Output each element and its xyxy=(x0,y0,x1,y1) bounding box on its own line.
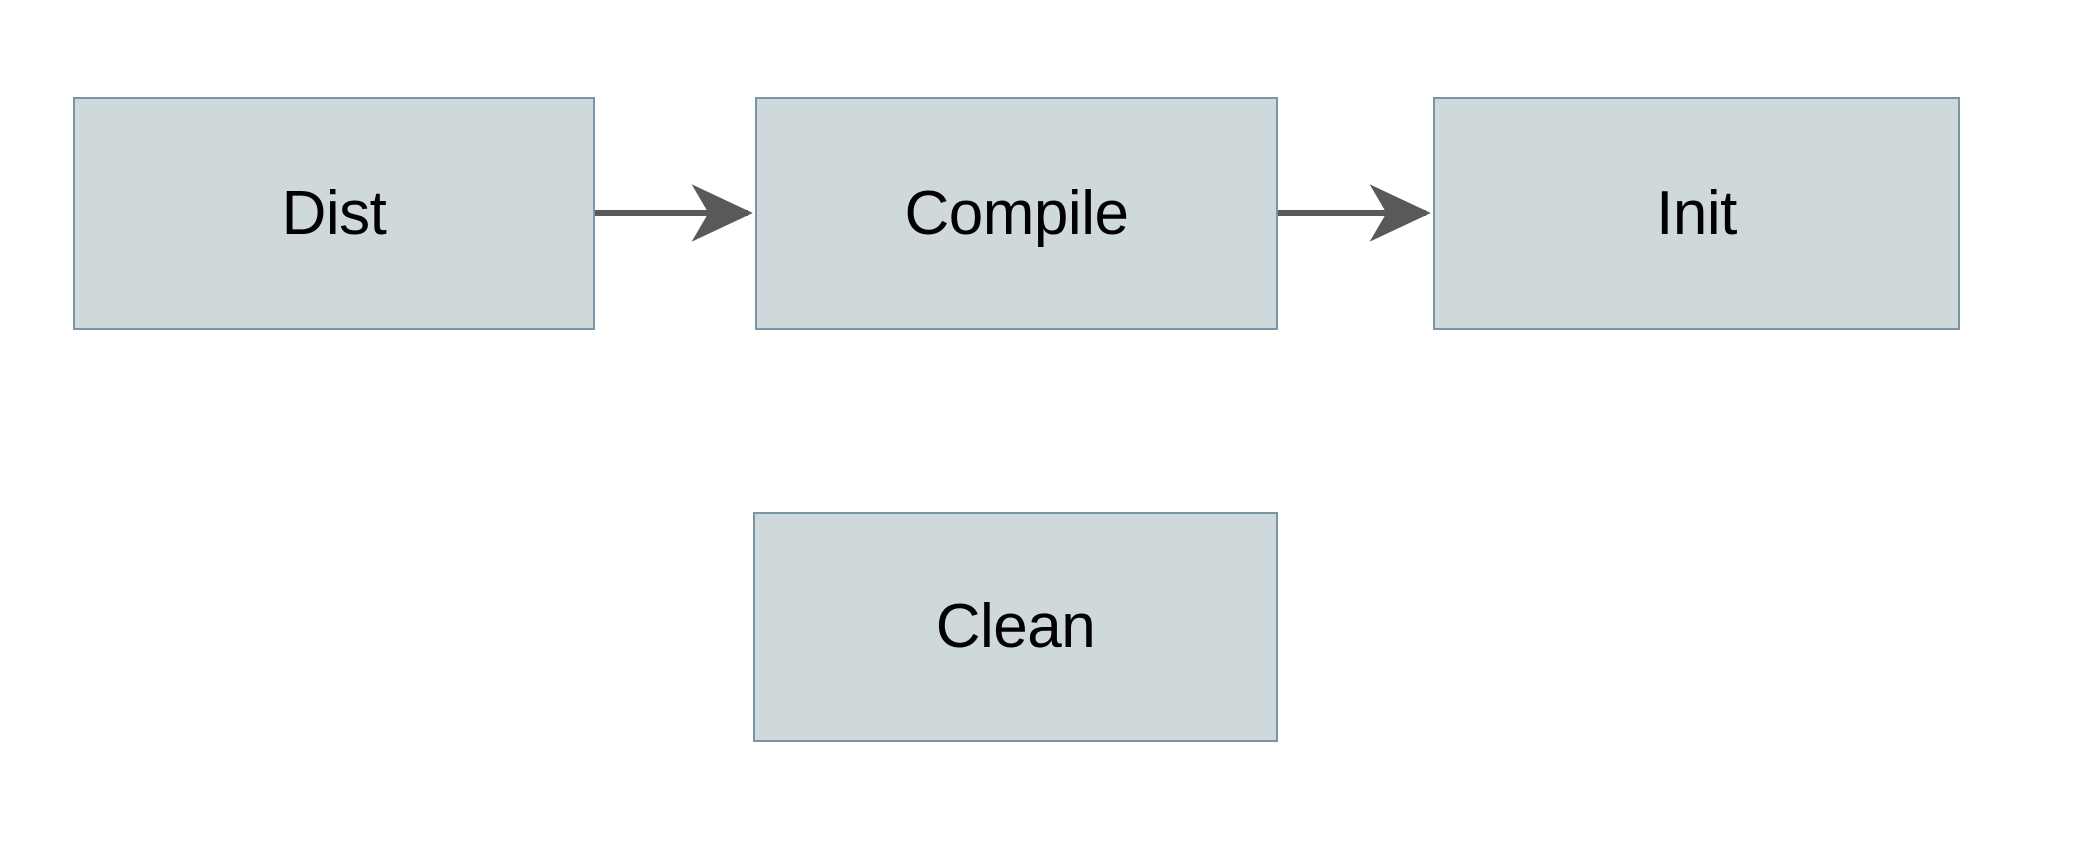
node-dist[interactable]: Dist xyxy=(73,97,595,330)
node-clean[interactable]: Clean xyxy=(753,512,1278,742)
node-compile-label: Compile xyxy=(904,178,1129,248)
node-init[interactable]: Init xyxy=(1433,97,1960,330)
node-compile[interactable]: Compile xyxy=(755,97,1278,330)
node-init-label: Init xyxy=(1656,178,1737,248)
node-clean-label: Clean xyxy=(935,592,1096,661)
node-dist-label: Dist xyxy=(281,178,387,248)
edge-dist-to-compile-hit[interactable] xyxy=(595,196,755,230)
edge-compile-to-init-hit[interactable] xyxy=(1278,196,1433,230)
